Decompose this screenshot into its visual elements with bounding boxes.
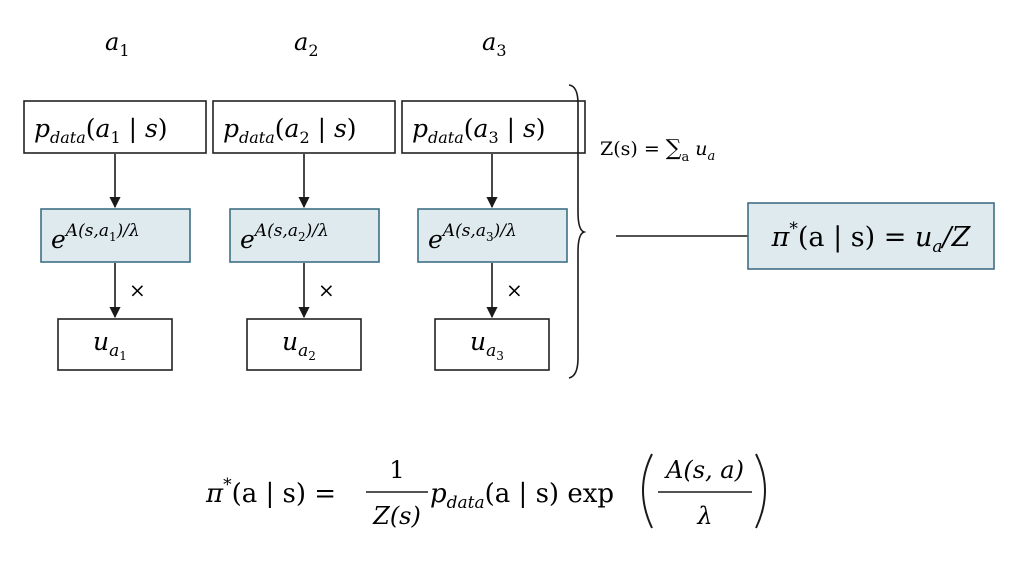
prior-prob-box	[401, 100, 586, 154]
prior-prob-label: pdata(a1 | s)	[34, 114, 168, 147]
action-header: a2	[294, 28, 319, 60]
prior-prob-box	[23, 100, 207, 154]
prior-prob-box	[212, 100, 396, 154]
formula-fraction-denominator: Z(s)	[372, 502, 421, 530]
exp-advantage-box	[417, 208, 568, 263]
prior-prob-label: pdata(a3 | s)	[412, 114, 546, 147]
weight-box	[434, 318, 550, 371]
prior-prob-label: pdata(a2 | s)	[223, 114, 357, 147]
weight-label: ua3	[470, 327, 504, 363]
weight-label: ua1	[93, 327, 127, 363]
multiply-sign: ×	[318, 278, 335, 302]
formula-pdata: pdata(a | s) exp	[430, 479, 614, 513]
exp-advantage-label: eA(s,a3)/λ	[428, 221, 517, 254]
multiply-sign: ×	[506, 278, 523, 302]
exp-advantage-label: eA(s,a2)/λ	[240, 221, 329, 254]
right-curly-brace	[568, 84, 587, 379]
action-header: a1	[105, 28, 130, 60]
policy-box	[747, 202, 995, 270]
action-column: a2 pdata(a2 | s) eA(s,a2)/λ × ua2	[212, 28, 396, 371]
action-header: a3	[482, 28, 507, 60]
action-columns: a1 pdata(a1 | s) eA(s,a1)/λ × ua1 a2 pdata(a2 …	[23, 28, 586, 371]
exp-advantage-label: eA(s,a1)/λ	[51, 221, 140, 254]
exp-advantage-box	[40, 208, 191, 263]
formula-inner-denominator: λ	[696, 502, 712, 530]
action-column: a3 pdata(a3 | s) eA(s,a3)/λ × ua3	[401, 28, 586, 371]
formula-right-paren	[755, 453, 766, 529]
multiply-sign: ×	[129, 278, 146, 302]
weight-box	[57, 318, 173, 371]
exp-advantage-box	[229, 208, 380, 263]
weight-box	[246, 318, 362, 371]
formula-fraction-numerator: 1	[389, 456, 404, 484]
action-column: a1 pdata(a1 | s) eA(s,a1)/λ × ua1	[23, 28, 207, 371]
weight-label: ua2	[282, 327, 316, 363]
formula-lhs: π*(a | s) =	[205, 475, 336, 509]
formula-inner-numerator: A(s, a)	[664, 456, 744, 484]
formula-left-paren	[642, 453, 653, 529]
policy-label: π*(a | s) = ua/Z	[771, 219, 972, 257]
optimal-policy-formula: π*(a | s) = 1 Z(s) pdata(a | s) exp A(s,…	[205, 453, 766, 530]
